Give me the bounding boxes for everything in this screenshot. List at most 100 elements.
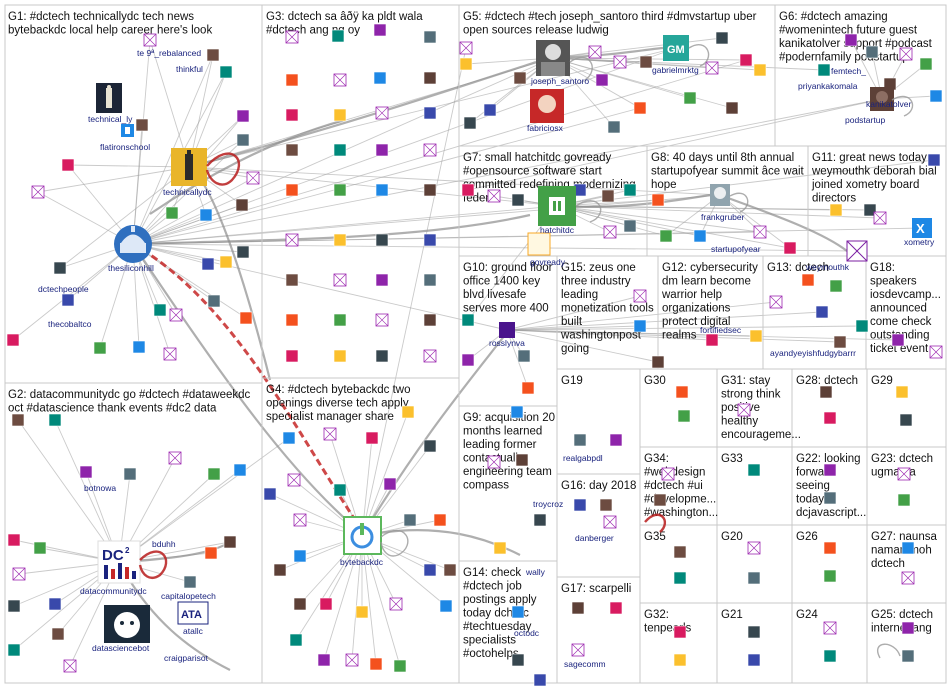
node-avatar[interactable] bbox=[461, 183, 475, 197]
node-datasciencebot-icon[interactable] bbox=[104, 605, 150, 643]
node-avatar[interactable] bbox=[461, 313, 475, 327]
node-avatar[interactable] bbox=[513, 71, 527, 85]
node-avatar[interactable] bbox=[153, 303, 167, 317]
node-avatar[interactable] bbox=[333, 183, 347, 197]
node-avatar[interactable] bbox=[829, 203, 843, 217]
node-avatar[interactable] bbox=[747, 625, 761, 639]
node-avatar[interactable] bbox=[423, 233, 437, 247]
node-avatar[interactable] bbox=[433, 513, 447, 527]
node-avatar[interactable] bbox=[823, 569, 837, 583]
node-avatar[interactable] bbox=[443, 563, 457, 577]
node-avatar[interactable] bbox=[623, 183, 637, 197]
node-avatar[interactable] bbox=[235, 198, 249, 212]
node-avatar[interactable] bbox=[79, 465, 93, 479]
node-avatar[interactable] bbox=[673, 653, 687, 667]
node-avatar[interactable] bbox=[823, 649, 837, 663]
node-avatar[interactable] bbox=[423, 183, 437, 197]
node-avatar[interactable] bbox=[51, 627, 65, 641]
node-avatar[interactable] bbox=[375, 233, 389, 247]
node-thesiliconhill-icon[interactable] bbox=[114, 225, 152, 263]
node-avatar[interactable] bbox=[819, 385, 833, 399]
node-avatar[interactable] bbox=[844, 33, 858, 47]
node-avatar[interactable] bbox=[233, 463, 247, 477]
node-atallc-icon[interactable]: ATA bbox=[177, 601, 209, 625]
node-avatar[interactable] bbox=[199, 208, 213, 222]
node-avatar[interactable] bbox=[236, 133, 250, 147]
node-frankgruber-avatar[interactable] bbox=[710, 184, 730, 206]
node-avatar[interactable] bbox=[651, 355, 665, 369]
node-weymouthk-icon[interactable] bbox=[846, 240, 868, 262]
node-technical-ly-icon[interactable] bbox=[96, 83, 122, 113]
node-avatar[interactable] bbox=[165, 206, 179, 220]
node-avatar[interactable] bbox=[282, 431, 296, 445]
node-avatar[interactable] bbox=[223, 535, 237, 549]
node-fabriciosx-avatar[interactable] bbox=[530, 89, 564, 123]
node-avatar[interactable] bbox=[673, 571, 687, 585]
node-bytebackdc-icon[interactable] bbox=[343, 516, 382, 555]
node-avatar[interactable] bbox=[285, 313, 299, 327]
node-avatar[interactable] bbox=[863, 203, 877, 217]
node-avatar[interactable] bbox=[293, 597, 307, 611]
node-avatar[interactable] bbox=[815, 305, 829, 319]
node-avatar[interactable] bbox=[693, 229, 707, 243]
node-avatar[interactable] bbox=[423, 439, 437, 453]
node-avatar[interactable] bbox=[293, 549, 307, 563]
node-avatar[interactable] bbox=[204, 546, 218, 560]
node-kanikatolver-avatar[interactable] bbox=[870, 87, 894, 111]
node-avatar[interactable] bbox=[263, 487, 277, 501]
node-avatar[interactable] bbox=[373, 23, 387, 37]
node-avatar[interactable] bbox=[206, 48, 220, 62]
node-avatar[interactable] bbox=[285, 143, 299, 157]
node-avatar[interactable] bbox=[483, 103, 497, 117]
node-avatar[interactable] bbox=[715, 31, 729, 45]
node-avatar[interactable] bbox=[207, 467, 221, 481]
node-avatar[interactable] bbox=[633, 319, 647, 333]
node-flatironschool-icon[interactable] bbox=[121, 124, 134, 137]
node-avatar[interactable] bbox=[521, 381, 535, 395]
node-avatar[interactable] bbox=[333, 349, 347, 363]
node-avatar[interactable] bbox=[61, 293, 75, 307]
node-avatar[interactable] bbox=[48, 413, 62, 427]
node-avatar[interactable] bbox=[461, 353, 475, 367]
node-avatar[interactable] bbox=[423, 106, 437, 120]
node-avatar[interactable] bbox=[33, 541, 47, 555]
node-hatchitdc-icon[interactable] bbox=[538, 186, 576, 226]
node-avatar[interactable] bbox=[607, 120, 621, 134]
node-avatar[interactable] bbox=[515, 453, 529, 467]
node-avatar[interactable] bbox=[673, 545, 687, 559]
node-avatar[interactable] bbox=[927, 153, 941, 167]
node-avatar[interactable] bbox=[705, 333, 719, 347]
node-technicallydc-icon[interactable] bbox=[171, 148, 207, 186]
node-avatar[interactable] bbox=[375, 349, 389, 363]
node-avatar[interactable] bbox=[285, 108, 299, 122]
node-gabrielmrktg-icon[interactable]: GM bbox=[663, 35, 689, 61]
node-avatar[interactable] bbox=[285, 183, 299, 197]
node-avatar[interactable] bbox=[393, 659, 407, 673]
node-joseph-santoro-avatar[interactable] bbox=[536, 40, 570, 76]
node-avatar[interactable] bbox=[365, 431, 379, 445]
node-avatar[interactable] bbox=[833, 335, 847, 349]
node-avatar[interactable] bbox=[207, 294, 221, 308]
node-avatar[interactable] bbox=[439, 599, 453, 613]
node-avatar[interactable] bbox=[823, 463, 837, 477]
node-avatar[interactable] bbox=[239, 311, 253, 325]
node-avatar[interactable] bbox=[11, 413, 25, 427]
node-avatar[interactable] bbox=[273, 563, 287, 577]
node-avatar[interactable] bbox=[285, 349, 299, 363]
node-avatar[interactable] bbox=[919, 57, 933, 71]
node-avatar[interactable] bbox=[236, 109, 250, 123]
node-avatar[interactable] bbox=[517, 349, 531, 363]
node-avatar[interactable] bbox=[511, 193, 525, 207]
node-avatar[interactable] bbox=[623, 219, 637, 233]
node-avatar[interactable] bbox=[897, 493, 911, 507]
node-avatar[interactable] bbox=[823, 411, 837, 425]
node-avatar[interactable] bbox=[463, 116, 477, 130]
node-avatar[interactable] bbox=[183, 575, 197, 589]
node-avatar[interactable] bbox=[93, 341, 107, 355]
node-govready-icon[interactable] bbox=[527, 232, 551, 256]
node-avatar[interactable] bbox=[333, 233, 347, 247]
node-avatar[interactable] bbox=[817, 63, 831, 77]
node-avatar[interactable] bbox=[369, 657, 383, 671]
node-avatar[interactable] bbox=[595, 73, 609, 87]
node-avatar[interactable] bbox=[653, 493, 667, 507]
